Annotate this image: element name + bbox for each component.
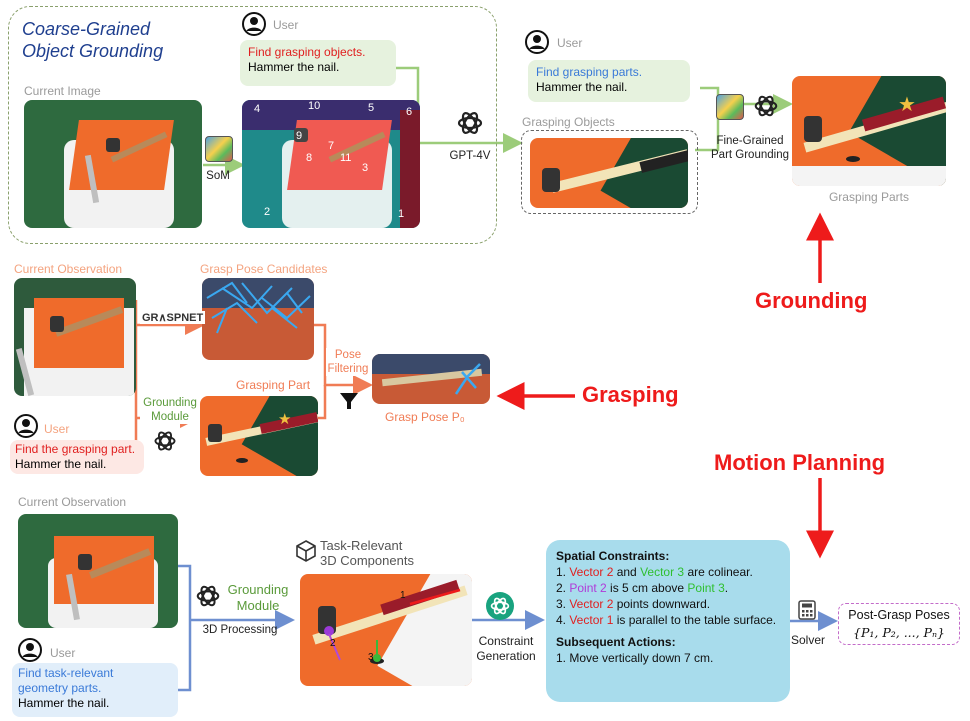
spatial-constraints-panel: Spatial Constraints: 1. Vector 2 and Vec… [546, 540, 790, 702]
filter-icon [340, 393, 358, 409]
current-image [24, 100, 202, 228]
user-icon [14, 414, 38, 438]
grasp-candidates-image [202, 278, 314, 360]
grasp-candidate-marks [206, 281, 311, 334]
grasping-objects-label: Grasping Objects [522, 115, 615, 129]
fine-grained-label: Fine-Grained Part Grounding [711, 135, 789, 161]
grasping-parts-label: Grasping Parts [828, 190, 910, 204]
current-observation-image [14, 278, 136, 396]
grasping-part-label: Grasping Part [236, 378, 311, 392]
gpt4v-label: GPT-4V [449, 150, 491, 162]
coarse-grounding-title: Coarse-Grained Object Grounding [22, 19, 164, 61]
grounding-big-label: Grounding [755, 288, 868, 313]
grasping-objects-box [521, 130, 698, 214]
calculator-icon [798, 600, 816, 620]
post-grasp-poses-box: Post-Grasp Poses {P₁, P₂, ..., Pₙ} [838, 603, 960, 645]
graspnet-logo: GR∧SPNET [140, 311, 206, 324]
user-label: User [50, 646, 76, 660]
grasping-part-image: ★ [200, 396, 318, 476]
arrow-fine-grained [695, 94, 793, 152]
grasp-pose-candidates-label: Grasp Pose Candidates [200, 262, 328, 276]
cube-icon [296, 540, 316, 562]
som-image [242, 100, 420, 228]
som-label: SoM [206, 170, 230, 182]
user-message-bubble: Find grasping objects. Hammer the nail. [240, 40, 396, 86]
map-icon [205, 136, 233, 162]
grounding-module-label: Grounding Module [140, 396, 200, 424]
openai-icon [196, 585, 220, 607]
3d-components-image [300, 574, 472, 686]
user-icon [18, 638, 42, 662]
user-message-bubble: Find the grasping part. Hammer the nail. [10, 440, 144, 474]
grasp-pose-label: Grasp Pose P₀ [385, 410, 465, 424]
vector-arrows [328, 588, 461, 662]
solver-label: Solver [790, 633, 825, 647]
constraint-generation-label: Constraint Generation [476, 634, 536, 663]
3d-processing-label: 3D Processing [202, 624, 278, 636]
user-icon [242, 12, 266, 36]
user-icon [525, 30, 549, 54]
user-message-bubble: Find grasping parts. Hammer the nail. [528, 60, 690, 102]
current-observation-image [18, 514, 178, 628]
openai-icon [457, 112, 483, 134]
grasping-objects-image [530, 138, 688, 208]
grasping-parts-image: ★ [792, 76, 946, 186]
user-label: User [44, 422, 70, 436]
grasp-pose-image [372, 354, 490, 404]
current-observation-label: Current Observation [18, 495, 127, 509]
map-icon [716, 94, 744, 120]
user-label: User [273, 18, 299, 32]
openai-icon [486, 592, 514, 620]
grasping-big-label: Grasping [582, 382, 679, 407]
coarse-grounding-box [8, 6, 497, 244]
motion-planning-big-label: Motion Planning [714, 450, 886, 475]
component-number-labels: 1 2 3 [330, 590, 406, 663]
user-message-bubble: Find task-relevant geometry parts. Hamme… [12, 663, 178, 717]
openai-icon [754, 95, 778, 117]
current-observation-label: Current Observation [14, 262, 123, 276]
openai-icon [154, 431, 176, 451]
current-image-label: Current Image [24, 84, 101, 98]
som-number-labels: 4 10 5 6 9 7 8 11 3 2 1 [254, 100, 413, 220]
pose-filtering-label: Pose Filtering [326, 348, 370, 376]
grounding-module-label: Grounding Module [227, 582, 289, 613]
user-label: User [557, 36, 583, 50]
task-relevant-label: Task-Relevant 3D Components [320, 538, 414, 568]
